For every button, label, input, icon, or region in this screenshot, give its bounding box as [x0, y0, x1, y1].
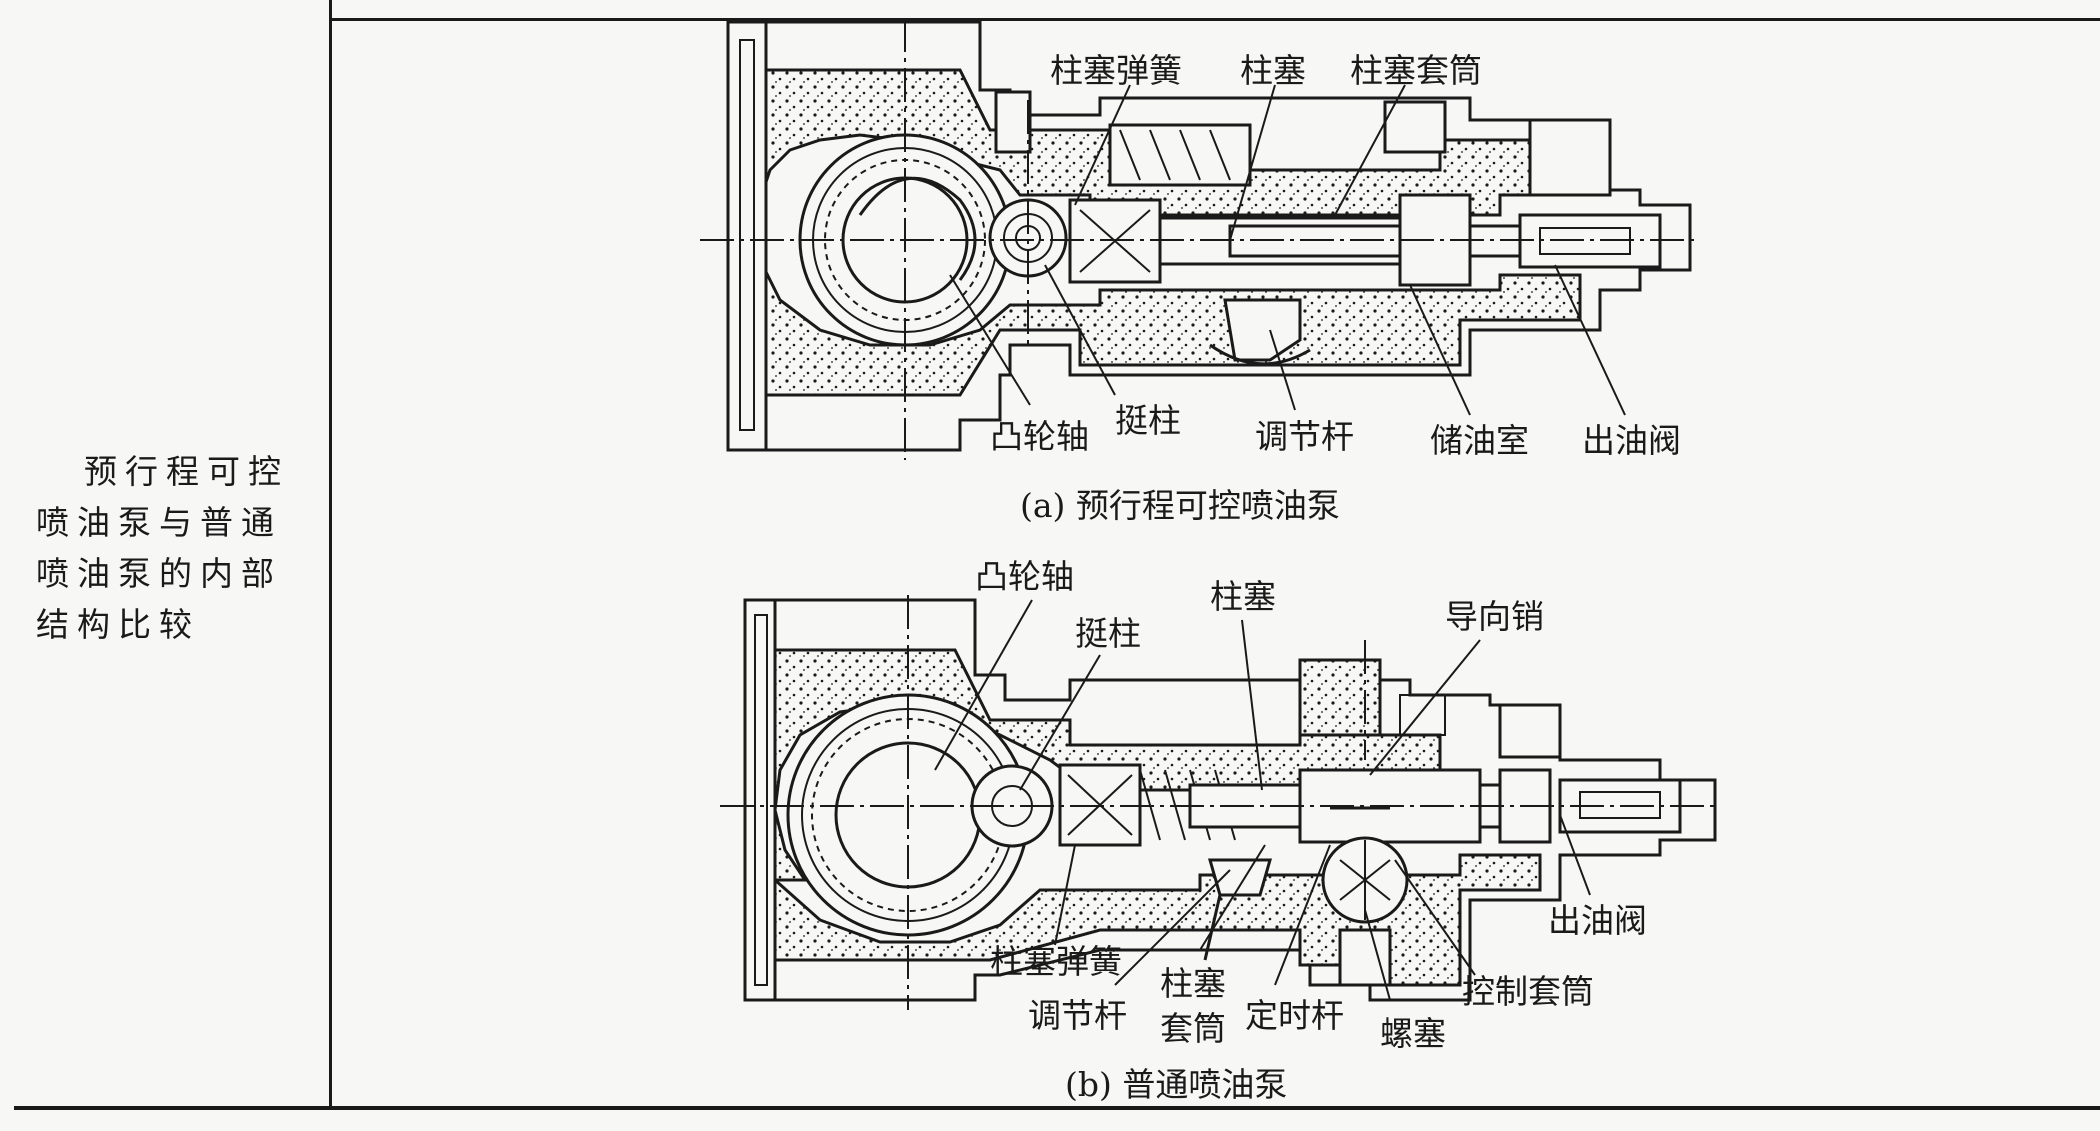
pump-b-leaders — [934, 599, 1591, 1001]
pump-a-drawing — [700, 18, 1700, 460]
label-a-delivery-valve: 出油阀 — [1582, 421, 1681, 460]
label-a-plunger: 柱塞 — [1240, 51, 1306, 90]
label-b-plunger-spring: 柱塞弹簧 — [990, 942, 1122, 981]
label-b-control-sleeve: 控制套筒 — [1462, 972, 1594, 1011]
caption-b: (b) 普通喷油泵 — [1065, 1065, 1287, 1104]
label-b-plunger-barrel-line1: 柱塞 — [1160, 964, 1226, 1003]
label-b-plunger-barrel-line2: 套筒 — [1160, 1009, 1226, 1048]
label-a-tappet: 挺柱 — [1115, 401, 1181, 440]
caption-a: (a) 预行程可控喷油泵 — [1020, 486, 1340, 525]
pump-a-leaders — [949, 84, 1626, 416]
pump-b-labels: 凸轮轴 挺柱 柱塞 导向销 出油阀 柱塞弹簧 调节杆 柱塞 套筒 定时杆 螺塞 … — [975, 557, 1647, 1104]
label-b-delivery-valve: 出油阀 — [1548, 901, 1647, 940]
label-b-timing-rod: 定时杆 — [1245, 996, 1344, 1035]
label-a-plunger-spring: 柱塞弹簧 — [1050, 51, 1182, 90]
table-top-border — [330, 18, 2100, 21]
column-divider — [329, 0, 332, 1108]
pump-b-drawing — [720, 595, 1720, 1010]
table-bottom-border — [14, 1106, 2100, 1110]
label-b-control-rod: 调节杆 — [1028, 996, 1127, 1035]
label-b-plunger: 柱塞 — [1210, 577, 1276, 616]
label-a-plunger-barrel: 柱塞套筒 — [1350, 51, 1482, 90]
label-b-screw-plug: 螺塞 — [1380, 1014, 1446, 1053]
label-b-camshaft: 凸轮轴 — [975, 557, 1074, 596]
row-description: 预行程可控喷油泵与普通喷油泵的内部结构比较 — [36, 452, 289, 644]
label-b-guide-pin: 导向销 — [1445, 597, 1544, 636]
pump-a-labels: 柱塞弹簧 柱塞 柱塞套筒 凸轮轴 挺柱 调节杆 储油室 出油阀 (a) 预行程可… — [990, 51, 1681, 525]
label-a-control-rod: 调节杆 — [1255, 417, 1354, 456]
label-a-camshaft: 凸轮轴 — [990, 417, 1089, 456]
label-b-tappet: 挺柱 — [1075, 614, 1141, 653]
label-a-oil-chamber: 储油室 — [1430, 421, 1529, 460]
